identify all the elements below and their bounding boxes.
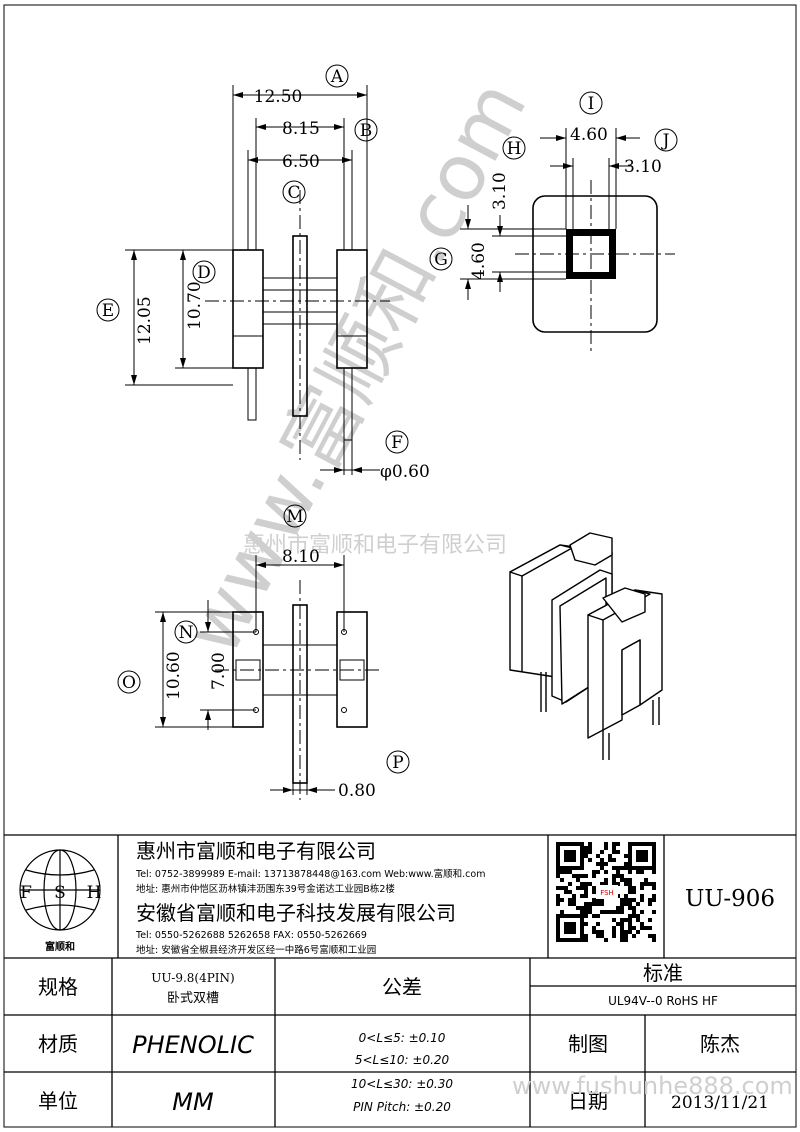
callout-a: A: [330, 67, 344, 87]
logo-letter-h: H: [87, 883, 102, 903]
material-label: 材质: [38, 1032, 78, 1056]
callout-m: M: [286, 507, 303, 527]
tolerance-2: 5<L≤10: ±0.20: [355, 1053, 450, 1067]
qr-label: FSH: [600, 889, 614, 897]
tolerance-label: 公差: [382, 975, 422, 999]
isometric-view: [509, 532, 663, 760]
spec-label: 规格: [38, 975, 78, 999]
standard-value: UL94V--0 RoHS HF: [608, 994, 718, 1008]
callout-p: P: [392, 753, 403, 773]
callouts-front: [96, 64, 409, 454]
logo-globe-icon: [19, 849, 101, 931]
dim-8-10: 8.10: [282, 547, 320, 567]
spec-value-2: 卧式双槽: [167, 991, 219, 1006]
dim-pin-diameter: φ0.60: [380, 462, 430, 482]
watermark-site: www.fushunhe888.com: [512, 1072, 793, 1100]
front-view: [125, 85, 390, 475]
callout-g: G: [434, 250, 448, 270]
qr-code-icon: [556, 842, 656, 942]
tolerance-1: 0<L≤5: ±0.10: [359, 1031, 446, 1045]
callout-n: N: [179, 623, 194, 643]
dim-10-60: 10.60: [164, 651, 184, 700]
logo-name: 富顺和: [45, 940, 75, 953]
dim-3-10-v: 3.10: [490, 172, 510, 210]
unit-label: 单位: [38, 1089, 78, 1113]
dim-6-50: 6.50: [282, 152, 320, 172]
date-label: 日期: [568, 1089, 608, 1113]
dim-4-60-v: 4.60: [469, 242, 489, 280]
callout-d: D: [197, 263, 211, 283]
callouts-side: [429, 91, 678, 271]
dim-4-60-h: 4.60: [570, 125, 608, 145]
company-name-2: 安徽省富顺和电子科技发展有限公司: [136, 901, 456, 925]
callout-f: F: [391, 433, 403, 453]
dim-12-50: 12.50: [254, 87, 303, 107]
callout-e: E: [102, 301, 114, 321]
callout-j: J: [661, 131, 670, 151]
sheet-border: [3, 4, 797, 1128]
spec-value-1: UU-9.8(4PIN): [151, 971, 234, 985]
unit-value: MM: [172, 1088, 214, 1116]
tolerance-4: PIN Pitch: ±0.20: [353, 1100, 451, 1114]
dim-12-05: 12.05: [135, 296, 155, 345]
bottom-view: [155, 555, 380, 800]
dim-8-15: 8.15: [282, 119, 320, 139]
callout-i: I: [588, 94, 595, 114]
company-address-2: 地址: 安徽省全椒县经济开发区经一中路6号富顺和工业园: [136, 944, 376, 956]
standard-label: 标准: [643, 961, 683, 985]
callout-c: C: [287, 183, 300, 203]
dim-3-10-h: 3.10: [624, 157, 662, 177]
callout-o: O: [122, 673, 136, 693]
drawn-value: 陈杰: [700, 1032, 740, 1056]
drawn-label: 制图: [568, 1032, 608, 1056]
company-address-1: 地址: 惠州市仲恺区沥林镇沣沥围东39号金诺达工业园B栋2楼: [136, 883, 395, 895]
dim-0-80: 0.80: [338, 781, 376, 801]
dim-10-70: 10.70: [185, 281, 205, 330]
tolerance-3: 10<L≤30: ±0.30: [351, 1077, 453, 1091]
dim-7-00: 7.00: [209, 652, 229, 690]
callout-h: H: [507, 139, 522, 159]
side-view: [460, 128, 675, 355]
logo-letter-f: F: [20, 883, 32, 903]
company-contact-2: Tel: 0550-5262688 5262658 FAX: 0550-5262…: [135, 930, 367, 941]
logo-letter-s: S: [54, 883, 66, 903]
part-number: UU-906: [685, 886, 775, 912]
company-name-1: 惠州市富顺和电子有限公司: [136, 839, 376, 863]
title-block-grid: [4, 834, 796, 1127]
material-value: PHENOLIC: [132, 1031, 254, 1059]
callouts-bottom: [117, 504, 410, 774]
company-contact-1: Tel: 0752-3899989 E-mail: 13713878448@16…: [135, 868, 485, 880]
date-value: 2013/11/21: [671, 1093, 769, 1113]
callout-b: B: [360, 121, 373, 141]
watermark-company: 惠州市富顺和电子有限公司: [243, 533, 507, 558]
